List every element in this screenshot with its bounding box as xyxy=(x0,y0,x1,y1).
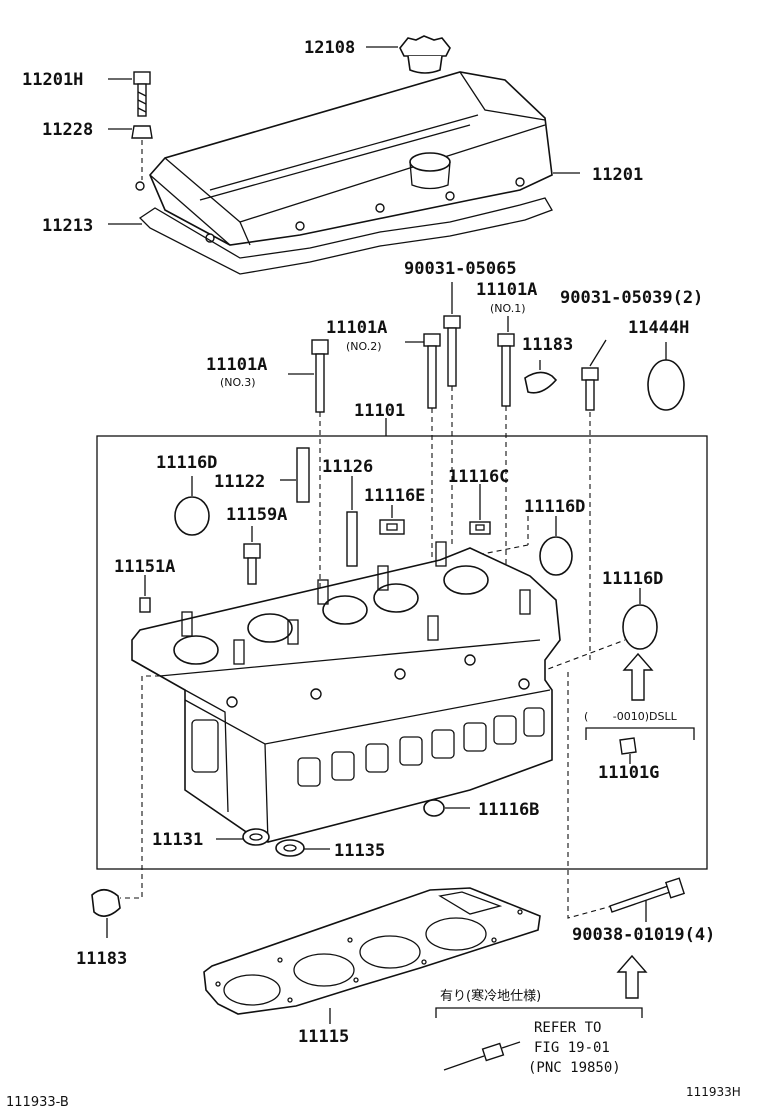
label-11201H: 11201H xyxy=(22,70,83,90)
dowel-11122-drawing xyxy=(296,447,310,503)
sublabel-no3: (NO.3) xyxy=(220,376,256,389)
label-12108: 12108 xyxy=(304,38,355,58)
note-refer-line3: (PNC 19850) xyxy=(528,1060,621,1076)
label-11116C: 11116C xyxy=(448,467,509,487)
label-11122: 11122 xyxy=(214,472,265,492)
head-bolt-no1-drawing xyxy=(497,333,515,407)
label-11126: 11126 xyxy=(322,457,373,477)
cylinder-head-group-frame xyxy=(96,435,708,870)
sublabel-no2: (NO.2) xyxy=(346,340,382,353)
cup-plug-11116B-drawing xyxy=(423,799,445,817)
plug-11116D-mid-drawing xyxy=(539,536,573,576)
label-11116B: 11116B xyxy=(478,800,539,820)
up-arrow-icon xyxy=(622,652,654,701)
label-11115: 11115 xyxy=(298,1027,349,1047)
label-11135: 11135 xyxy=(334,841,385,861)
label-11228: 11228 xyxy=(42,120,93,140)
head-cover-bolt-drawing xyxy=(133,71,151,117)
figure-code-left: 111933-B xyxy=(6,1095,69,1110)
note-cold-spec: 有り(寒冷地仕様) xyxy=(440,988,541,1004)
label-11131: 11131 xyxy=(152,830,203,850)
label-11151A: 11151A xyxy=(114,557,175,577)
label-11101A-no1: 11101A xyxy=(476,280,537,300)
label-11213: 11213 xyxy=(42,216,93,236)
washer-11116C-drawing xyxy=(469,521,491,535)
cylinder-head-drawing xyxy=(131,541,561,843)
figure-code-right: 111933H xyxy=(686,1085,741,1099)
head-gasket-drawing xyxy=(203,887,541,1015)
up-arrow-bottom-icon xyxy=(616,954,648,999)
pin-11101G-drawing xyxy=(619,737,637,755)
label-11101A-no3: 11101A xyxy=(206,355,267,375)
semicircular-plug-bottom-drawing xyxy=(91,888,121,917)
oil-filler-cap-drawing xyxy=(399,35,451,74)
label-11444H: 11444H xyxy=(628,318,689,338)
label-11201: 11201 xyxy=(592,165,643,185)
plug-11444H-drawing xyxy=(647,359,685,411)
washer-11116E-drawing xyxy=(379,519,405,535)
label-90038-01019: 90038-01019(4) xyxy=(572,925,715,945)
pin-11151A-drawing xyxy=(139,597,151,613)
label-11101A-no2: 11101A xyxy=(326,318,387,338)
plug-11116D-left-drawing xyxy=(174,496,210,536)
label-11183-bottom: 11183 xyxy=(76,949,127,969)
label-11101G: 11101G xyxy=(598,763,659,783)
bolt-90031-05065-drawing xyxy=(443,315,461,387)
label-11116D-mid: 11116D xyxy=(524,497,585,517)
head-cover-gasket-drawing xyxy=(138,197,553,275)
note-refer-line1: REFER TO xyxy=(534,1020,601,1036)
label-11183-top: 11183 xyxy=(522,335,573,355)
seal-11135-drawing xyxy=(275,839,305,857)
label-11116E: 11116E xyxy=(364,486,425,506)
stud-11126-drawing xyxy=(346,511,358,567)
plug-11116D-right-drawing xyxy=(622,604,658,650)
cylinder-head-cover-drawing xyxy=(135,71,553,246)
note-refer-line2: FIG 19-01 xyxy=(534,1040,610,1056)
label-11116D-right: 11116D xyxy=(602,569,663,589)
label-90031-05065: 90031-05065 xyxy=(404,259,517,279)
sublabel-no1: (NO.1) xyxy=(490,302,526,315)
bolt-90031-05039-drawing xyxy=(581,367,599,411)
stud-11159A-drawing xyxy=(243,543,261,585)
label-11159A: 11159A xyxy=(226,505,287,525)
label-11116D-left: 11116D xyxy=(156,453,217,473)
head-bolt-no3-drawing xyxy=(311,339,329,413)
label-90031-05039: 90031-05039(2) xyxy=(560,288,703,308)
sublabel-dsll: ( -0010)DSLL xyxy=(584,710,678,723)
glow-plug-drawing xyxy=(443,1041,521,1071)
grommet-drawing xyxy=(131,125,153,139)
label-11101: 11101 xyxy=(354,401,405,421)
head-bolt-no2-drawing xyxy=(423,333,441,409)
seal-11131-drawing xyxy=(242,828,270,846)
semicircular-plug-top-drawing xyxy=(524,371,558,394)
head-bolt-90038-01019-drawing xyxy=(609,877,686,913)
